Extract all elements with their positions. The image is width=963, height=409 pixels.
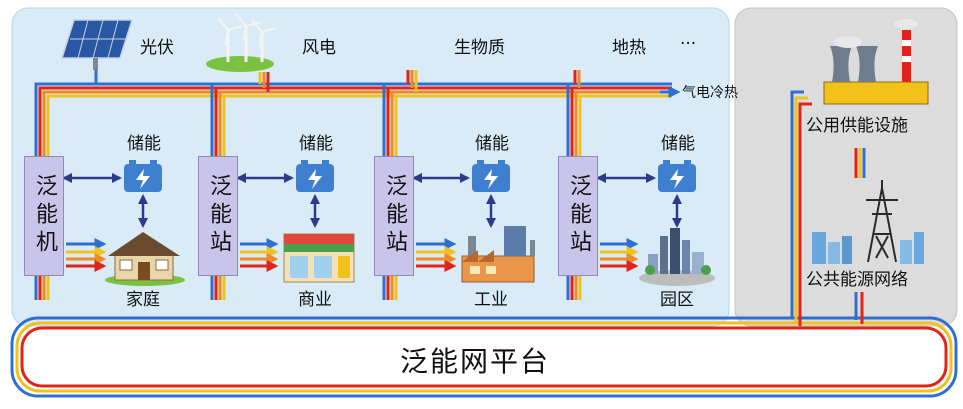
energy-unit-label: 泛能机 — [32, 174, 57, 258]
public-connection-lines — [790, 90, 866, 326]
source-feed-lines — [94, 62, 581, 92]
energy-unit: 泛能机 — [24, 156, 64, 276]
source-label-more: ··· — [680, 34, 697, 54]
storage-label: 储能 — [299, 134, 333, 154]
storage-label: 储能 — [475, 134, 509, 154]
energy-unit: 泛能站 — [198, 156, 238, 276]
output-arrows — [66, 238, 639, 272]
solar-panel-icon — [60, 19, 134, 70]
platform-ring-outer — [10, 316, 958, 398]
power-plant-icon — [823, 19, 929, 105]
shop-icon — [283, 233, 355, 283]
storage-battery-icons — [124, 160, 696, 192]
public-utility-label: 公用供能设施 — [806, 116, 908, 136]
source-label-wind: 风电 — [302, 38, 336, 58]
storage-arrows — [62, 173, 682, 228]
source-label-geothermal: 地热 — [612, 38, 646, 58]
city-skyline-icon — [812, 232, 924, 264]
consumer-label-commercial: 商业 — [298, 290, 332, 310]
consumer-label-home: 家庭 — [126, 290, 160, 310]
wind-turbines-icon — [206, 13, 277, 72]
source-label-solar: 光伏 — [140, 38, 174, 58]
energy-unit-label: 泛能站 — [382, 174, 407, 258]
pipeline-label: 气电冷热 — [682, 85, 738, 101]
platform-title: 泛能网平台 — [400, 345, 551, 378]
energy-unit: 泛能站 — [374, 156, 414, 276]
energy-unit-label: 泛能站 — [206, 174, 231, 258]
storage-label: 储能 — [127, 134, 161, 154]
transmission-tower-icon — [866, 180, 898, 263]
platform-ring-inner — [20, 326, 948, 388]
energy-unit: 泛能站 — [558, 156, 598, 276]
platform-ring-middle — [15, 321, 953, 393]
source-label-biomass: 生物质 — [454, 38, 505, 58]
storage-label: 储能 — [661, 134, 695, 154]
house-icon — [105, 232, 185, 286]
consumer-label-park: 园区 — [660, 290, 694, 310]
energy-unit-label: 泛能站 — [566, 174, 591, 258]
factory-icon — [461, 226, 535, 283]
public-network-label: 公共能源网络 — [806, 270, 908, 290]
park-icon — [639, 228, 715, 286]
consumer-label-industrial: 工业 — [474, 290, 508, 310]
